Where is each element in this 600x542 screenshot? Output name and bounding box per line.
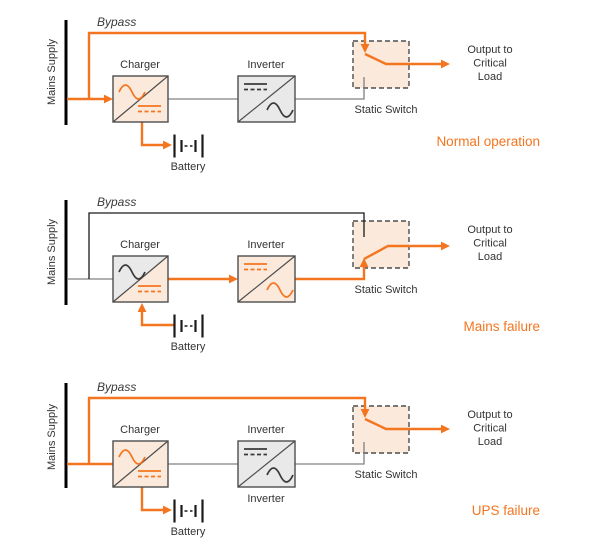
static-switch-label: Static Switch (355, 284, 418, 296)
output-label-line2: Critical (473, 238, 507, 250)
output-label-line3: Load (478, 251, 502, 263)
arrowhead-icon (229, 274, 238, 284)
wire-switch-blade (364, 417, 441, 431)
mode-label: Mains failure (463, 319, 540, 334)
wire-inverter-to-switch (295, 77, 365, 100)
wire-inverter-to-switch (295, 442, 365, 465)
wire-bypass (87, 396, 367, 464)
bypass-label: Bypass (97, 195, 136, 209)
wire-switch-blade (364, 52, 441, 66)
battery-icon (173, 314, 204, 338)
arrowhead-icon (360, 44, 370, 53)
output-label-line2: Critical (473, 58, 507, 70)
output-label-line1: Output to (467, 409, 512, 421)
wire-charger-to-battery (140, 487, 163, 512)
mains-bus-bar (64, 200, 68, 305)
arrowhead-icon (104, 94, 113, 104)
inverter-diagonal (237, 255, 296, 303)
output-label-line1: Output to (467, 44, 512, 56)
output-label-line2: Critical (473, 423, 507, 435)
mains-supply-label: Mains Supply (46, 38, 58, 105)
wire-inverter-to-switch (295, 267, 366, 281)
arrowhead-icon (137, 303, 147, 312)
battery-icon (173, 499, 204, 523)
wire-bypass (87, 31, 367, 99)
panel-ups-failure: Mains Supply Bypass Charger Inverter Inv… (46, 380, 540, 538)
static-switch-box (352, 220, 410, 269)
wire-bypass (88, 212, 365, 279)
wire-charger-to-battery (140, 122, 163, 147)
sine-wave-icon (118, 264, 146, 280)
wire-battery-to-charger (140, 312, 174, 327)
sine-wave-icon (118, 449, 146, 465)
bypass-label: Bypass (97, 15, 136, 29)
battery-label: Battery (171, 341, 206, 353)
static-switch-label: Static Switch (355, 469, 418, 481)
mains-bus-bar (64, 383, 68, 488)
arrowhead-icon (360, 409, 370, 418)
inverter-label: Inverter (247, 424, 285, 436)
mode-label: Normal operation (436, 134, 540, 149)
sine-wave-icon (118, 84, 146, 100)
sine-wave-icon (266, 467, 294, 483)
battery-icon (173, 134, 204, 158)
charger-label: Charger (120, 424, 160, 436)
battery-label: Battery (171, 161, 206, 173)
panel-mains-failure: Mains Supply Bypass Charger Inverter (46, 195, 540, 353)
arrowhead-icon (163, 140, 172, 150)
battery-label: Battery (171, 526, 206, 538)
mains-bus-bar (64, 20, 68, 125)
static-switch-label: Static Switch (355, 104, 418, 116)
bypass-label: Bypass (97, 380, 136, 394)
charger-label: Charger (120, 239, 160, 251)
mains-supply-label: Mains Supply (46, 218, 58, 285)
panel-normal-operation: Mains Supply Bypass Charger Inverter (46, 15, 540, 173)
sine-wave-icon (266, 282, 294, 298)
output-label-line1: Output to (467, 224, 512, 236)
inverter-diagonal (237, 440, 296, 488)
mode-label: UPS failure (472, 503, 540, 518)
inverter-label: Inverter (247, 239, 285, 251)
inverter-diagonal (237, 75, 296, 123)
inverter-label: Inverter (247, 59, 285, 71)
arrowhead-icon (163, 505, 172, 515)
mains-supply-label: Mains Supply (46, 403, 58, 470)
arrowhead-icon (441, 424, 450, 434)
charger-label: Charger (120, 59, 160, 71)
arrowhead-icon (359, 258, 369, 267)
arrowhead-icon (441, 241, 450, 251)
arrowhead-icon (441, 59, 450, 69)
wire-switch-blade (363, 244, 441, 261)
output-label-line3: Load (478, 71, 502, 83)
sine-wave-icon (266, 102, 294, 118)
output-label-line3: Load (478, 436, 502, 448)
inverter-label-below: Inverter (247, 493, 285, 505)
